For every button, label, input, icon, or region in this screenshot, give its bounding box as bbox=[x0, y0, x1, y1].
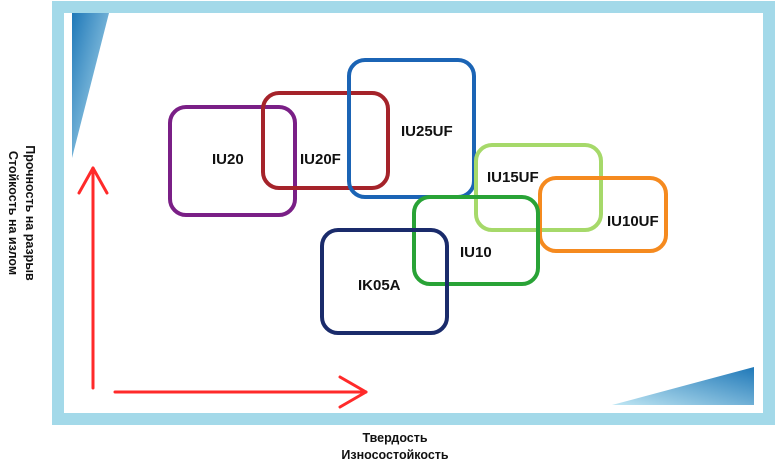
grade-box-iu20 bbox=[168, 105, 297, 217]
grade-label-iu15uf: IU15UF bbox=[487, 169, 539, 186]
x-axis-title: Твердость Износостойкость bbox=[250, 430, 540, 464]
x-axis-arrow bbox=[113, 375, 368, 409]
grade-box-ik05a bbox=[320, 228, 449, 335]
y-axis-arrow bbox=[77, 166, 109, 390]
corner-accent-top-left bbox=[72, 13, 109, 158]
grade-box-iu20f bbox=[261, 91, 390, 190]
grade-label-iu10: IU10 bbox=[460, 244, 492, 261]
grade-label-iu20: IU20 bbox=[212, 151, 244, 168]
grade-box-iu10 bbox=[412, 195, 540, 286]
grade-label-iu10uf: IU10UF bbox=[607, 213, 659, 230]
grade-box-iu25uf bbox=[347, 58, 476, 199]
grade-label-iu20f: IU20F bbox=[300, 151, 341, 168]
x-axis-title-line1: Твердость bbox=[362, 431, 428, 445]
grade-label-iu25uf: IU25UF bbox=[401, 123, 453, 140]
y-axis-title-line1: Прочность на разрыв bbox=[23, 145, 37, 281]
grade-label-ik05a: IK05A bbox=[358, 277, 401, 294]
y-axis-title: Прочность на разрыв Стойкость на излом bbox=[4, 88, 38, 338]
corner-accent-bottom-right bbox=[612, 367, 754, 405]
y-axis-title-line2: Стойкость на излом bbox=[6, 150, 20, 276]
x-axis-title-line2: Износостойкость bbox=[341, 448, 449, 462]
